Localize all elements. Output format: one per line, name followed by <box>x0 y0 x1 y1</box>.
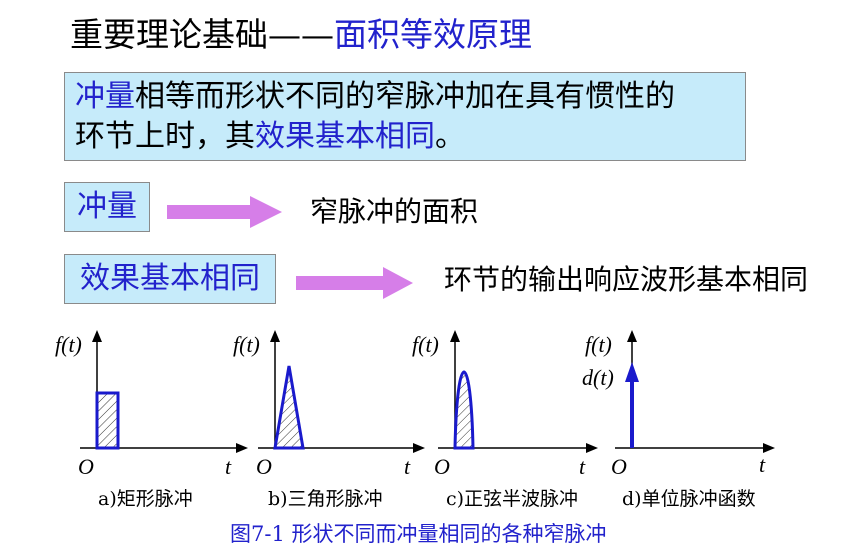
x-label-b: t <box>404 454 411 479</box>
y-label-a: f(t) <box>55 332 82 357</box>
triangular-pulse <box>273 365 305 450</box>
effect-label: 效果基本相同 <box>64 254 276 304</box>
arrow-impulse <box>167 196 282 228</box>
x-label-a: t <box>225 454 232 479</box>
statement-period: 。 <box>435 119 465 154</box>
statement-text-2: 环节上时，其 <box>75 119 255 154</box>
y-label-c: f(t) <box>412 332 439 357</box>
principle-statement: 冲量相等而形状不同的窄脉冲加在具有惯性的 环节上时，其效果基本相同。 <box>64 72 746 161</box>
statement-text-1: 相等而形状不同的窄脉冲加在具有惯性的 <box>135 79 675 114</box>
plot-triangular <box>258 330 425 453</box>
caption-triangular: b)三角形脉冲 <box>268 488 383 510</box>
plot-unit-impulse <box>615 330 775 453</box>
effect-result: 环节的输出响应波形基本相同 <box>444 263 809 296</box>
y-label-b: f(t) <box>233 332 260 357</box>
origin-d: O <box>611 454 627 479</box>
arrow-effect <box>296 267 413 299</box>
origin-b: O <box>256 454 272 479</box>
delta-label: d(t) <box>582 365 614 390</box>
statement-effect: 效果基本相同 <box>255 119 435 154</box>
x-label-c: t <box>579 454 586 479</box>
impulse-label: 冲量 <box>64 182 150 232</box>
impulse-arrowhead <box>625 362 639 382</box>
caption-half-sine: c)正弦半波脉冲 <box>446 488 579 510</box>
figure-caption: 图7-1 形状不同而冲量相同的各种窄脉冲 <box>230 522 607 546</box>
statement-impulse: 冲量 <box>75 79 135 114</box>
origin-c: O <box>434 454 450 479</box>
plot-rectangular <box>80 330 248 453</box>
x-label-d: t <box>759 452 766 477</box>
title-highlight: 面积等效原理 <box>334 15 532 54</box>
plot-half-sine <box>438 330 598 453</box>
y-label-d: f(t) <box>585 332 612 357</box>
caption-rectangular: a)矩形脉冲 <box>98 488 193 510</box>
page-title: 重要理论基础——面积等效原理 <box>70 8 532 56</box>
impulse-result: 窄脉冲的面积 <box>310 195 479 228</box>
title-prefix: 重要理论基础—— <box>70 15 334 54</box>
rectangular-pulse <box>95 391 120 450</box>
caption-unit-impulse: d)单位脉冲函数 <box>622 488 756 510</box>
origin-a: O <box>78 454 94 479</box>
half-sine-pulse <box>453 370 475 450</box>
